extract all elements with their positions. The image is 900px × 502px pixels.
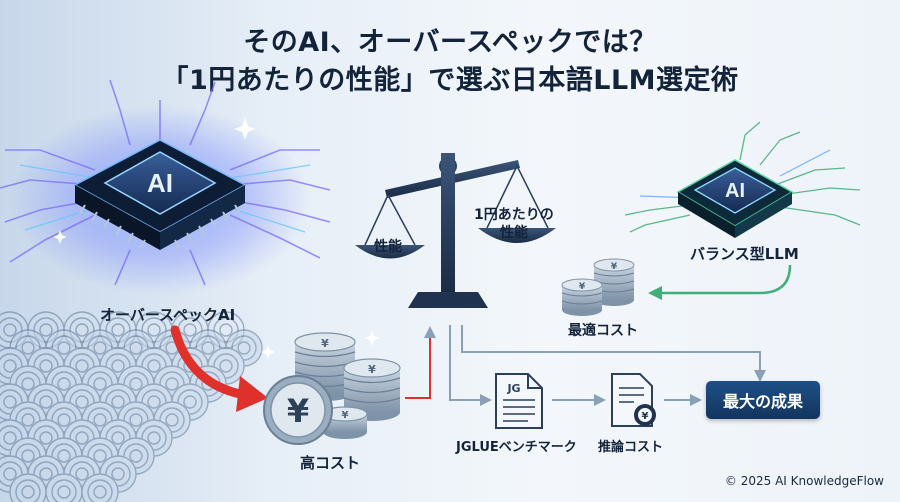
max-result-label: 最大の成果 bbox=[722, 392, 803, 411]
copyright-text: © 2025 AI KnowledgeFlow bbox=[724, 474, 884, 488]
overspec-ai-chip-icon: AI bbox=[0, 79, 331, 295]
balanced-to-optimal-arrow bbox=[660, 264, 792, 295]
flow-arrow-head-2 bbox=[480, 394, 492, 406]
flow-lines bbox=[449, 325, 761, 401]
inference-cost-icon: ¥ bbox=[611, 373, 656, 427]
green-arrow-head bbox=[648, 286, 662, 300]
perf-per-yen-label-2: 性能 bbox=[500, 225, 528, 241]
cost-to-scale-arrow bbox=[405, 335, 431, 399]
coin-symbol-big: ¥ bbox=[287, 392, 309, 430]
flow-arrow-head-4 bbox=[690, 394, 702, 406]
right-chip-text: AI bbox=[725, 180, 745, 202]
title-line-2: 「1円あたりの性能」で選ぶ日本語LLM選定術 bbox=[161, 65, 739, 96]
max-result-box: 最大の成果 bbox=[706, 381, 820, 419]
performance-label: 性能 bbox=[374, 239, 402, 255]
coin-symbol-5: ¥ bbox=[579, 282, 586, 292]
optimal-cost-coins-icon: ¥ ¥ bbox=[561, 258, 635, 316]
left-chip-text: AI bbox=[147, 168, 173, 198]
red-arrow-head bbox=[236, 376, 268, 412]
jglue-document-icon: JG bbox=[495, 373, 543, 429]
jglue-benchmark-label: JGLUEベンチマーク bbox=[456, 440, 577, 455]
coin-symbol-4: ¥ bbox=[611, 262, 618, 272]
coin-symbol-3: ¥ bbox=[342, 410, 349, 421]
overspec-to-cost-arrow bbox=[170, 325, 250, 400]
inference-cost-label: 推論コスト bbox=[598, 440, 664, 455]
balance-scale-icon bbox=[355, 153, 556, 308]
perf-per-yen-label-1: 1円あたりの bbox=[474, 207, 554, 223]
coin-symbol-2: ¥ bbox=[368, 363, 376, 376]
title-line-1: そのAI、オーバースペックでは？ bbox=[243, 27, 657, 58]
high-cost-coins-icon: ¥ ¥ ¥ ¥ bbox=[261, 330, 401, 445]
balanced-llm-chip-icon: AI bbox=[624, 121, 861, 238]
doc-icon-text: JG bbox=[506, 382, 520, 395]
coin-symbol-1: ¥ bbox=[321, 337, 329, 350]
high-cost-label: 高コスト bbox=[300, 454, 361, 472]
flow-arrow-head-3 bbox=[594, 394, 606, 406]
gear-coin-symbol: ¥ bbox=[642, 411, 649, 422]
balanced-llm-label: バランス型LLM bbox=[690, 245, 799, 263]
up-arrow-head bbox=[424, 326, 436, 338]
overspec-ai-label: オーバースペックAI bbox=[100, 306, 236, 324]
optimal-cost-label: 最適コスト bbox=[568, 323, 638, 339]
flow-arrow-head-1 bbox=[754, 370, 766, 382]
